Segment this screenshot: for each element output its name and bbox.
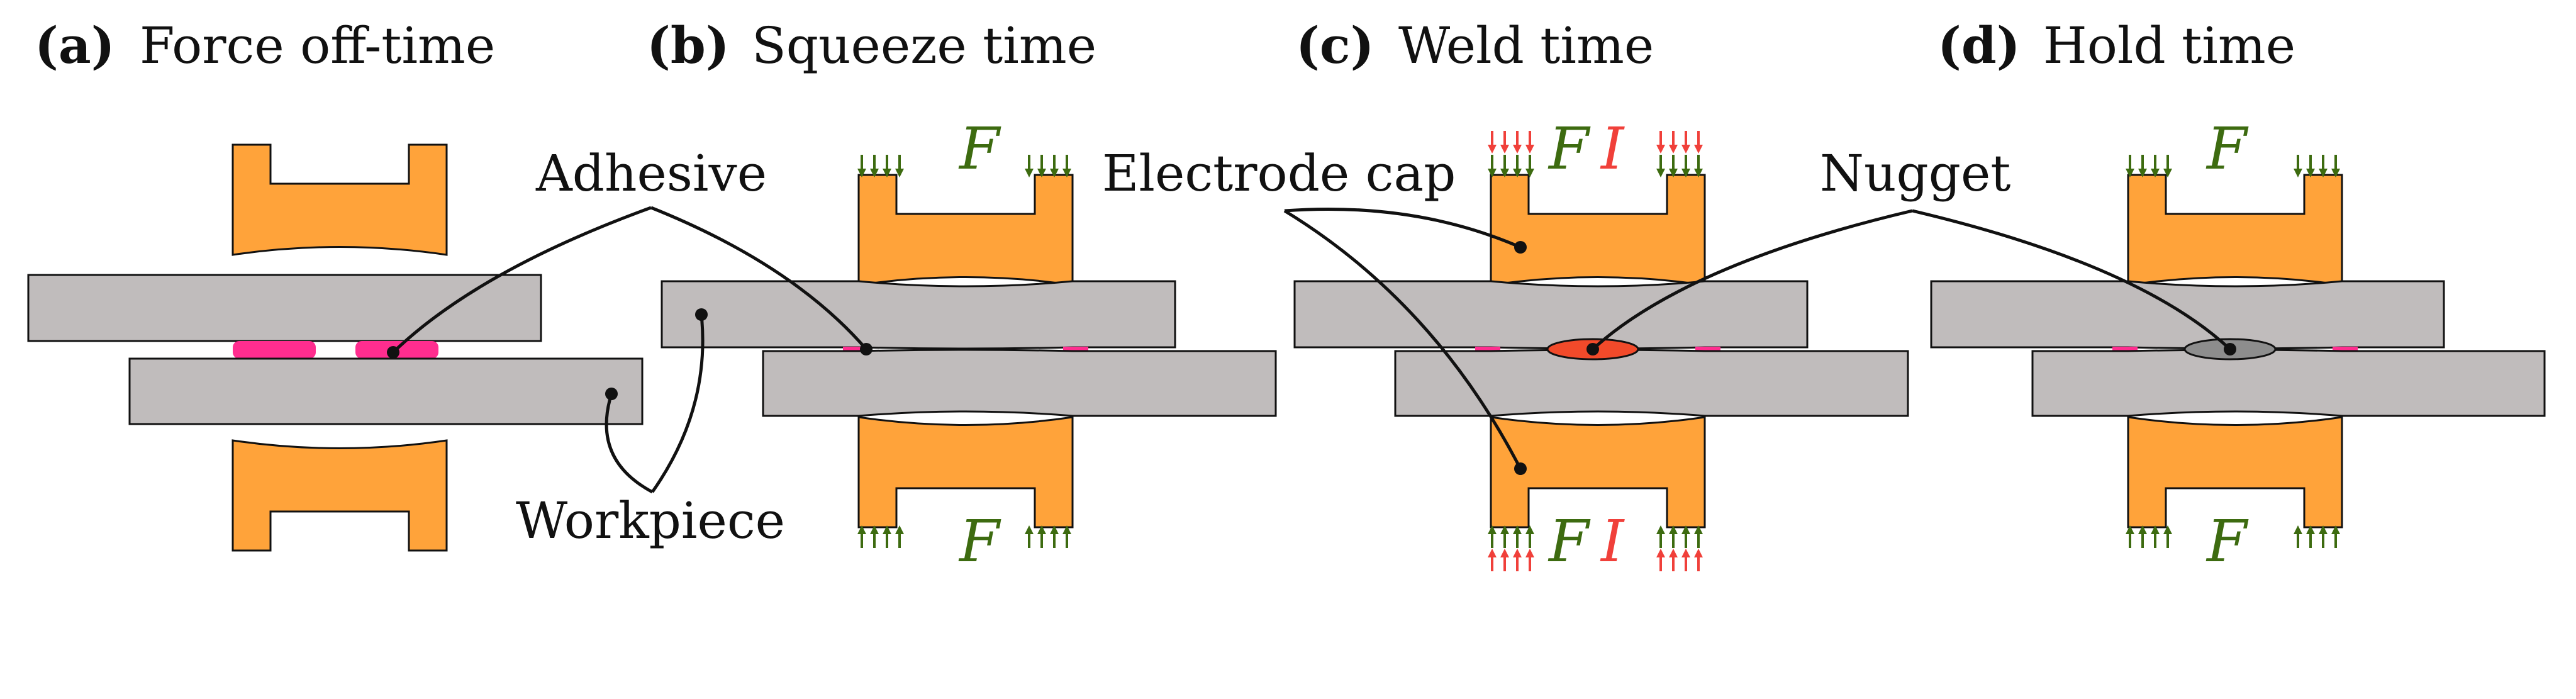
current-arrows-bottom-right-c [1655,547,1704,573]
adhesive-squeezed-left-d [2112,347,2138,350]
leader-electrode-cap-top [1284,207,1522,249]
force-arrows-bottom-left-d [2124,524,2173,549]
anchor-dot-adhesive-b [860,343,873,355]
electrode-bottom-a [231,439,448,552]
leader-adhesive-a [392,206,652,354]
adhesive-squeezed-left-b [843,347,868,350]
workpiece-lower-d [2031,349,2546,417]
force-arrows-bottom-left-b [856,524,905,549]
adhesive-squeezed-left-c [1475,347,1500,350]
leader-nugget-weld [1592,209,1913,350]
force-arrows-bottom-left-c [1486,524,1536,549]
current-symbol-bottom-c: I [1600,508,1625,575]
workpiece-upper-c [1293,280,1809,350]
panel-heading-d: (d) Hold time [1938,16,2295,75]
workpiece-lower-b [762,349,1277,417]
label-workpiece: Workpiece [516,491,785,550]
leader-workpiece-b [650,314,705,493]
current-symbol-top-c: I [1600,115,1625,182]
panel-title-b: Squeeze time [752,16,1096,75]
force-symbol-bottom-d: F [2205,508,2249,575]
force-symbol-bottom-b: F [958,508,1001,575]
anchor-dot-electrode-cap-top [1514,241,1527,254]
anchor-dot-electrode-cap-bottom [1514,462,1527,475]
current-arrows-top-right-c [1655,130,1704,155]
force-symbol-bottom-c: F [1547,508,1591,575]
workpiece-lower-a [128,357,644,425]
leader-nugget-hold [1912,209,2231,350]
electrode-top-b [857,174,1074,286]
panel-d-hold: F F [1930,115,2546,575]
force-symbol-top-b: F [958,115,1001,182]
adhesive-pad-left-a [233,341,316,359]
adhesive-squeezed-right-d [2333,347,2358,350]
panel-title-a: Force off-time [140,16,495,75]
electrode-top-a [231,143,448,256]
leader-electrode-cap-bottom [1283,209,1522,470]
label-electrode-cap: Electrode cap [1102,144,1456,203]
panel-b-squeeze: F F [661,115,1277,575]
label-nugget: Nugget [1820,144,2010,203]
leader-adhesive-b [650,206,867,350]
panel-a-force-off [27,143,644,552]
adhesive-squeezed-right-b [1063,347,1088,350]
panel-tag-c: (c) [1296,16,1374,75]
electrode-top-c [1490,174,1706,286]
anchor-dot-adhesive-a [387,346,399,359]
leader-workpiece-a [605,393,654,494]
electrode-top-d [2127,174,2343,286]
panel-tag-b: (b) [647,16,730,75]
force-symbol-top-d: F [2205,115,2249,182]
panel-heading-b: (b) Squeeze time [647,16,1096,75]
label-adhesive: Adhesive [535,144,767,203]
anchor-dot-workpiece-a [605,388,618,400]
panel-heading-c: (c) Weld time [1296,16,1654,75]
workpiece-upper-b [661,280,1176,350]
panel-tag-d: (d) [1938,16,2021,75]
panel-c-weld: F I F I [1293,115,1909,575]
panel-tag-a: (a) [35,16,115,75]
force-arrows-bottom-right-b [1023,524,1073,549]
force-symbol-top-c: F [1547,115,1591,182]
anchor-dot-nugget-weld [1586,343,1599,355]
current-arrows-bottom-left-c [1486,547,1536,573]
anchor-dot-workpiece-b [695,308,708,321]
panel-title-d: Hold time [2043,16,2295,75]
adhesive-squeezed-right-c [1695,347,1720,350]
panel-heading-a: (a) Force off-time [35,16,495,75]
anchor-dot-nugget-hold [2224,343,2236,355]
workpiece-upper-a [27,274,542,342]
force-arrows-bottom-right-c [1655,524,1704,549]
current-arrows-top-left-c [1486,130,1536,155]
workpiece-lower-c [1394,349,1909,417]
panel-title-c: Weld time [1398,16,1654,75]
force-arrows-bottom-right-d [2292,524,2341,549]
